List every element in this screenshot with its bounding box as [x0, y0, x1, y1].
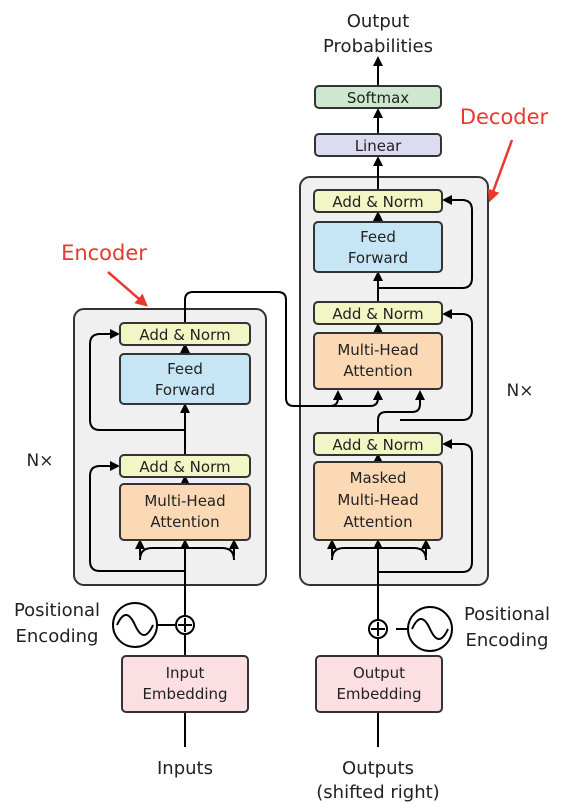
encoder-embedding-label-2: Embedding — [142, 685, 227, 703]
decoder-softmax — [314, 85, 442, 109]
encoder-add-norm-bottom-label: Add & Norm — [139, 458, 230, 476]
encoder-add-icon — [175, 615, 195, 635]
decoder-embedding-label-2: Embedding — [336, 685, 421, 703]
encoder-input-embedding — [121, 655, 249, 713]
encoder-multi-head-attention — [119, 483, 251, 541]
decoder-linear — [314, 133, 442, 157]
decoder-mha-label-2: Attention — [343, 362, 412, 380]
decoder-feed-forward — [313, 221, 443, 273]
decoder-add-icon — [368, 619, 388, 639]
decoder-mha-label-1: Multi-Head — [337, 341, 418, 359]
encoder-posenc-label-2: Encoding — [16, 626, 99, 647]
decoder-add-norm-top-label: Add & Norm — [332, 193, 423, 211]
encoder-mha-label-1: Multi-Head — [144, 492, 225, 510]
encoder-feed-forward — [119, 353, 251, 405]
encoder-embedding-label-1: Input — [166, 664, 205, 682]
decoder-sine-wave-icon — [407, 606, 453, 652]
decoder-linear-label: Linear — [355, 137, 402, 155]
decoder-annotation: Decoder — [460, 105, 549, 129]
encoder-posenc-label-1: Positional — [14, 600, 100, 621]
decoder-softmax-label: Softmax — [347, 89, 409, 107]
decoder-inputs-label-2: (shifted right) — [316, 782, 439, 802]
decoder-masked-label-2: Multi-Head — [337, 491, 418, 509]
decoder-annotation-arrow — [487, 139, 514, 203]
decoder-masked-multi-head-attention — [313, 461, 443, 541]
decoder-connections — [327, 56, 473, 747]
decoder-add-norm-top — [313, 189, 443, 213]
decoder-masked-label-1: Masked — [350, 469, 407, 487]
decoder-embedding-label-1: Output — [353, 664, 405, 682]
encoder-add-norm-top — [119, 322, 251, 346]
encoder-annotation: Encoder — [61, 241, 147, 265]
encoder-block — [73, 308, 267, 586]
encoder-add-norm-bottom — [119, 454, 251, 478]
decoder-posenc-label-1: Positional — [464, 604, 550, 625]
decoder-ff-label-2: Forward — [348, 249, 408, 267]
decoder-add-norm-mid — [313, 301, 443, 325]
decoder-masked-label-3: Attention — [343, 513, 412, 531]
encoder-annotation-arrow — [107, 271, 148, 307]
decoder-output-embedding — [315, 655, 443, 713]
encoder-nx-label: N× — [27, 451, 54, 471]
encoder-ff-label-2: Forward — [155, 381, 215, 399]
decoder-multi-head-attention — [313, 332, 443, 390]
decoder-add-norm-bottom — [313, 432, 443, 456]
decoder-add-norm-mid-label: Add & Norm — [332, 305, 423, 323]
decoder-ff-label-1: Feed — [360, 228, 396, 246]
encoder-sine-wave-icon — [112, 602, 158, 648]
output-probabilities-label-2: Probabilities — [323, 36, 433, 57]
output-probabilities-label-1: Output — [347, 11, 410, 32]
encoder-mha-label-2: Attention — [150, 513, 219, 531]
encoder-connections — [89, 291, 383, 747]
decoder-add-norm-bottom-label: Add & Norm — [332, 436, 423, 454]
encoder-inputs-label: Inputs — [157, 758, 213, 779]
decoder-posenc-label-2: Encoding — [466, 630, 549, 651]
decoder-inputs-label-1: Outputs — [342, 758, 414, 779]
encoder-add-norm-top-label: Add & Norm — [139, 326, 230, 344]
encoder-ff-label-1: Feed — [167, 360, 203, 378]
decoder-nx-label: N× — [507, 381, 534, 401]
